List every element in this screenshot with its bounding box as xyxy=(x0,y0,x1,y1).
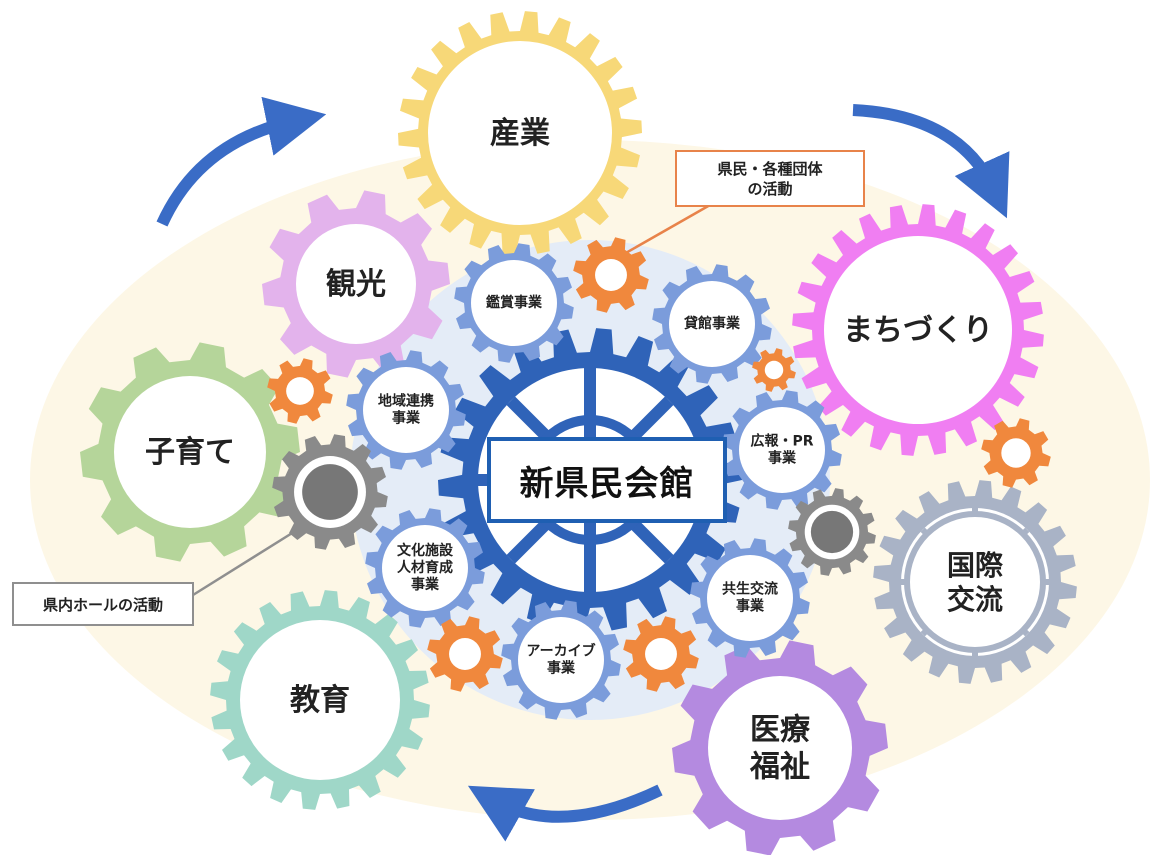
project-label-kashikan: 貸館事業 xyxy=(683,315,741,332)
cycle-arrow-top-left xyxy=(156,96,327,227)
project-gear-archive-face xyxy=(518,617,604,703)
domain-gear-kanko-face xyxy=(296,224,416,344)
project-label-bunka: 文化施設人材育成事業 xyxy=(397,542,454,593)
domain-label-kyoiku: 教育 xyxy=(290,683,350,718)
gray-gear-2-hub xyxy=(810,510,854,554)
callout-hall-activity: 県内ホールの活動 xyxy=(12,582,194,626)
domain-gear-machizukuri-face xyxy=(824,236,1012,424)
project-gear-kyosei-face xyxy=(707,555,793,641)
cycle-arrow-bottom xyxy=(467,784,663,842)
project-label-kyosei: 共生交流事業 xyxy=(722,581,778,615)
domain-gear-kokusai-spoke xyxy=(920,527,930,537)
cycle-arrow-top-right xyxy=(852,104,1010,219)
project-gear-bunka-face xyxy=(382,525,468,611)
domain-gear-iryo-face xyxy=(708,676,852,820)
center-label: 新県民会館 xyxy=(487,437,727,523)
domain-gear-kokusai-spoke xyxy=(920,627,930,637)
project-label-chiiki: 地域連携事業 xyxy=(378,393,434,427)
gray-gear-1-hub xyxy=(302,464,358,520)
domain-label-sangyo: 産業 xyxy=(490,116,550,151)
domain-gear-kosodate-face xyxy=(114,376,266,528)
domain-gear-sangyo-face xyxy=(428,41,612,225)
callout-kenmin-activity-text: 県民・各種団体 の活動 xyxy=(717,159,823,198)
domain-gear-kokusai-spoke xyxy=(1020,627,1030,637)
domain-gear-kokusai-inner xyxy=(915,522,1035,642)
callout-connector-hall xyxy=(184,523,306,602)
domain-gear-kyoiku-face xyxy=(240,620,400,780)
orange-gear-5-face xyxy=(449,638,481,670)
project-label-kansho: 鑑賞事業 xyxy=(486,294,543,311)
domain-label-iryo: 医療福祉 xyxy=(749,712,810,784)
domain-label-kokusai: 国際交流 xyxy=(947,548,1003,615)
domain-gear-kokusai-spoke xyxy=(1020,527,1030,537)
project-gear-kansho-face xyxy=(471,260,557,346)
project-gear-kashikan-face xyxy=(669,281,755,367)
orange-gear-3-face xyxy=(764,360,784,380)
callout-hall-activity-text: 県内ホールの活動 xyxy=(42,595,163,614)
orange-gear-1-face xyxy=(595,259,627,291)
project-label-archive: アーカイブ事業 xyxy=(526,643,595,677)
project-gear-chiiki-face xyxy=(363,367,449,453)
domain-label-kanko: 観光 xyxy=(326,267,386,302)
domain-label-machizukuri: まちづくり xyxy=(843,313,993,348)
orange-gear-6-face xyxy=(645,638,677,670)
project-gear-koho-face xyxy=(739,407,825,493)
orange-gear-4-face xyxy=(1001,438,1031,468)
domain-label-kosodate: 子育て xyxy=(145,435,235,470)
orange-gear-2-face xyxy=(286,377,314,405)
callout-kenmin-activity: 県民・各種団体 の活動 xyxy=(675,150,865,207)
